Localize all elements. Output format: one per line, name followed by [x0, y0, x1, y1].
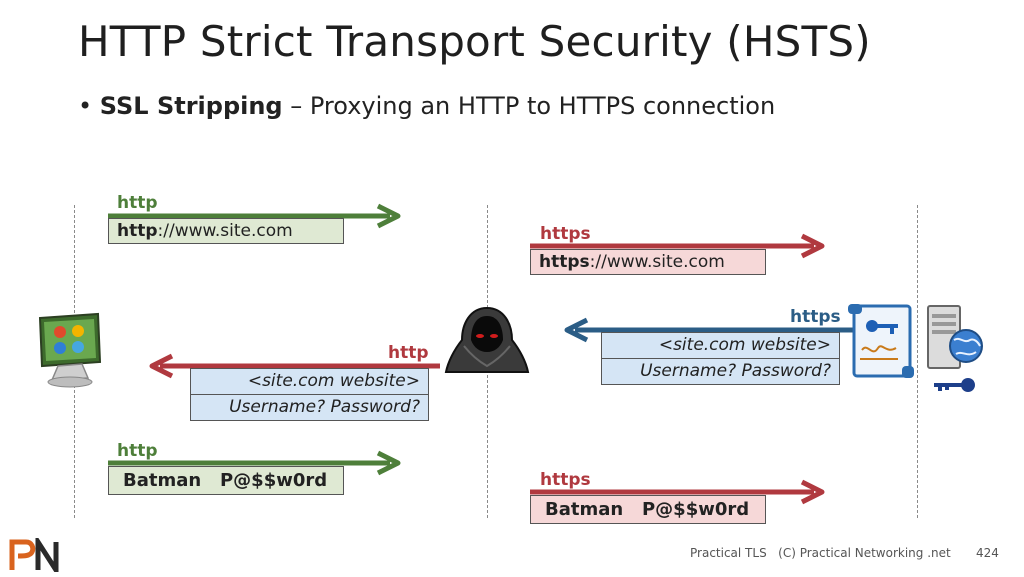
website-box-left: <site.com website> — [190, 368, 429, 395]
website-box-right: <site.com website> — [601, 332, 840, 359]
practical-networking-logo — [9, 538, 59, 572]
bullet-point: • SSL Stripping – Proxying an HTTP to HT… — [78, 92, 776, 120]
http-label-mid: http — [388, 343, 429, 363]
key-icon — [934, 378, 975, 392]
https-credentials-arrow — [530, 479, 825, 505]
http-url-box: http://www.site.com — [108, 218, 344, 244]
https-url-box: https://www.site.com — [530, 249, 766, 275]
https-url-host: ://www.site.com — [589, 252, 725, 272]
bullet-text: – Proxying an HTTP to HTTPS connection — [282, 92, 776, 120]
login-prompt-box-right: Username? Password? — [601, 358, 840, 385]
server-globe-icon — [927, 305, 983, 369]
login-prompt-box-left: Username? Password? — [190, 394, 429, 421]
footer-text: Practical TLS (C) Practical Networking .… — [690, 546, 951, 560]
http-url-scheme: http — [117, 221, 158, 241]
https-label-mid: https — [790, 307, 841, 327]
credentials-box-left: Batman P@$$w0rd — [108, 466, 344, 495]
footer-course: Practical TLS — [690, 546, 767, 560]
server-lifeline — [917, 205, 918, 518]
slide-title: HTTP Strict Transport Security (HSTS) — [78, 17, 871, 66]
http-label-top: http — [117, 193, 158, 213]
http-label-bottom: http — [117, 441, 158, 461]
http-credentials-arrow — [108, 450, 401, 476]
https-request-arrow — [530, 233, 825, 259]
http-response-arrow — [149, 353, 440, 379]
https-label-top: https — [540, 224, 591, 244]
footer-copyright: (C) Practical Networking .net — [778, 546, 951, 560]
hooded-hacker-icon — [444, 306, 530, 373]
http-request-arrow — [108, 203, 401, 229]
page-number: 424 — [976, 546, 999, 560]
https-label-bottom: https — [540, 470, 591, 490]
http-url-host: ://www.site.com — [157, 221, 293, 241]
computer-monitor-icon — [38, 312, 102, 388]
bullet-bold: SSL Stripping — [99, 92, 283, 120]
certificate-scroll-icon — [848, 304, 914, 378]
credentials-box-right: Batman P@$$w0rd — [530, 495, 766, 524]
https-response-arrow — [564, 317, 855, 343]
https-url-scheme: https — [539, 252, 590, 272]
